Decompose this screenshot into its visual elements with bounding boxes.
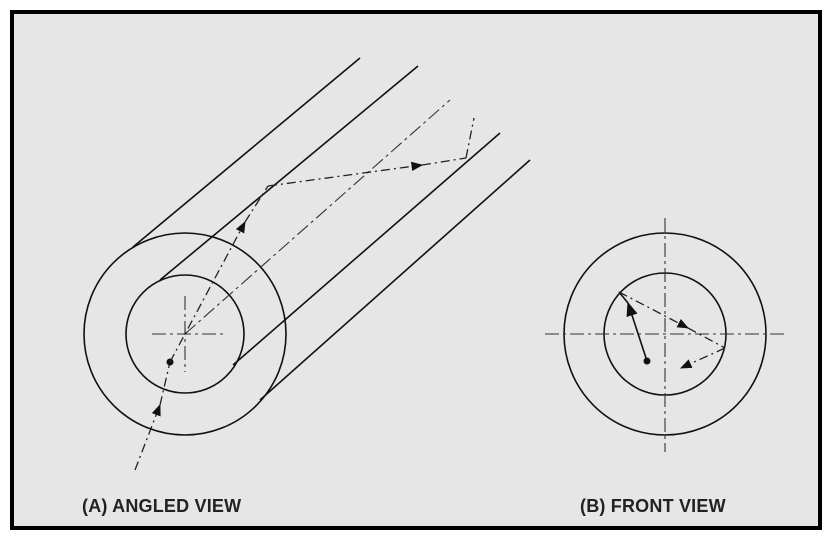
front-ray-segment-2b (687, 327, 726, 349)
caption-front-view: (B) FRONT VIEW (580, 496, 726, 516)
ray-to-reflection (244, 185, 269, 223)
front-ray-segment-2 (618, 291, 690, 329)
incident-ray-continued (159, 361, 171, 406)
front-view (545, 218, 785, 452)
incident-ray (134, 403, 161, 471)
front-ray-segment-1b (618, 291, 629, 304)
core-upper-edge (159, 65, 419, 281)
reflected-ray (267, 161, 424, 187)
core-lower-edge (232, 132, 501, 366)
ray-to-core-wall (169, 220, 246, 363)
cladding-upper-edge (132, 57, 361, 248)
caption-angled-view: (A) ANGLED VIEW (82, 496, 242, 516)
front-ray-segment-3 (679, 347, 726, 369)
diagram-frame (10, 10, 822, 530)
angled-view (83, 57, 531, 471)
angled-core-end (125, 274, 245, 394)
reflected-ray-continued (421, 157, 467, 166)
angled-cladding-end (83, 232, 287, 436)
cladding-lower-edge (259, 159, 531, 401)
front-ray-segment-1 (626, 301, 648, 362)
fiber-axis-line (184, 99, 451, 335)
ray-exit-segment (465, 117, 475, 159)
